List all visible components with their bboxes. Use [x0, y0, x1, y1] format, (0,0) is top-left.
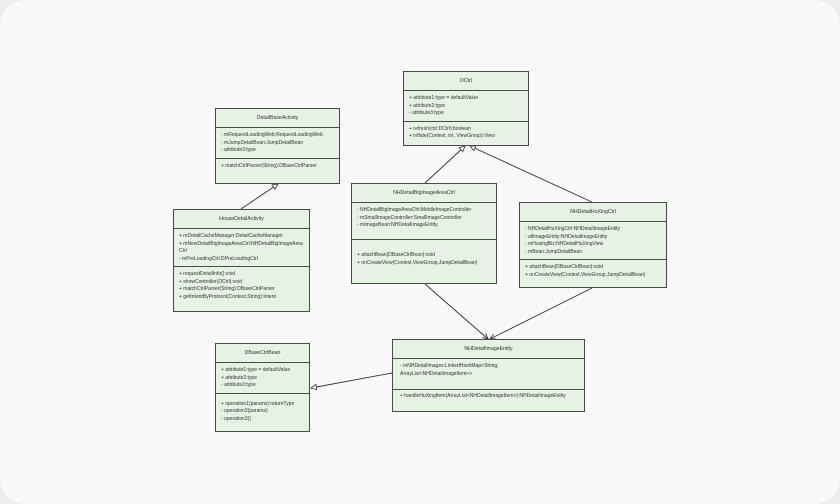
operation: + requestDetailInfo():void — [179, 271, 236, 277]
attribute: - NHDetailBigImageAreaCtrl:MiddleImageCo… — [357, 207, 472, 213]
class-name: NHDetailHuXingCtrl — [520, 203, 666, 222]
operation: - operation3() — [221, 415, 252, 422]
attributes-section: - NHDetailBigImageAreaCtrl:MiddleImageCo… — [352, 203, 496, 239]
attribute: - attribute3:type — [221, 382, 256, 388]
attribute: - mHuxingBiz:NHDetailHuXingView — [525, 241, 604, 247]
class-name: DBaseCtrlBean — [216, 344, 309, 363]
operations-section: + handleHuXingItem(ArrayList<NHDetailIma… — [393, 389, 584, 404]
attribute: - mPreLoadingCtrl:DPreLoadingCtrl — [179, 255, 258, 262]
operation: + handleHuXingItem(ArrayList<NHDetailIma… — [400, 393, 566, 399]
operation: + matchCtrlParser(String):DBaseCtrlParse… — [221, 162, 317, 169]
attributes-section: + attribute1:type = defaultValue + attri… — [404, 91, 528, 121]
attribute: + attribute2:type — [221, 374, 257, 381]
attribute: - NHDetailHuXingCtrl:NHDetailImageEntity — [525, 226, 621, 232]
operation: + refresh(ctrl:DCtrl):boolean — [409, 125, 471, 132]
attributes-section: - NHDetailHuXingCtrl:NHDetailImageEntity… — [520, 222, 666, 259]
attribute: + mNewDetailBigImageAreaCtrl:NHDetailBig… — [179, 240, 303, 255]
generalization-arrow — [458, 145, 466, 153]
attributes-section: + attribute1:type = defaultValue + attri… — [216, 363, 309, 393]
attribute: + mDetailCacheManager:DetailCacheManager — [179, 233, 283, 239]
generalization-arrow — [271, 183, 279, 190]
attribute: + attribute2:type — [409, 102, 445, 109]
operations-section: + requestDetailInfo():void + showControl… — [174, 266, 309, 304]
generalization-arrow — [310, 383, 318, 391]
attribute: - mImageBean:NHDetailImageEntity — [357, 222, 438, 228]
attribute: - mRequestLoadingWeb:RequestLoadingWeb — [221, 132, 323, 138]
operation: + attachBean(DBaseCtrlBean):void — [357, 252, 435, 258]
operation: + onCreateView(Context,ViewGroup,JumpDet… — [357, 259, 478, 266]
operation: - operation2(params) — [221, 408, 268, 414]
class-name: NHDetailImageEntity — [393, 340, 584, 359]
class-name: DCtrl — [404, 72, 528, 91]
class-house-detail-activity[interactable]: HouseDetailActivity + mDetailCacheManage… — [173, 209, 310, 312]
attribute: - mBean:JumpDetailBean — [525, 248, 582, 255]
operation: + attachBean(DBaseCtrlBean):void — [525, 264, 603, 270]
attribute: - mNHDetailImages:LinkedHashMap<String, … — [400, 363, 499, 377]
relationship-line — [424, 145, 466, 184]
class-detail-base-activity[interactable]: DetailBaseActivity - mRequestLoadingWeb:… — [215, 108, 340, 184]
operations-section: + matchCtrlParser(String):DBaseCtrlParse… — [216, 157, 339, 174]
attribute: - allImageEntity:NHDetailImageEntity — [525, 233, 608, 240]
operations-section: + operation1(params):returnType - operat… — [216, 392, 309, 427]
class-name: DetailBaseActivity — [216, 109, 339, 128]
attribute: - attribute3:type — [409, 110, 444, 116]
relationship-line — [424, 283, 489, 340]
class-nh-image-entity[interactable]: NHDetailImageEntity - mNHDetailImages:Li… — [392, 339, 585, 412]
class-nh-huxing-ctrl[interactable]: NHDetailHuXingCtrl - NHDetailHuXingCtrl:… — [519, 202, 667, 288]
attribute: + attribute1:type = defaultValue — [221, 367, 291, 373]
class-dctrl[interactable]: DCtrl + attribute1:type = defaultValue +… — [403, 71, 529, 146]
class-dbase-ctrl-bean[interactable]: DBaseCtrlBean + attribute1:type = defaul… — [215, 343, 310, 432]
operation: + matchCtrlParser(String):DBaseCtrlParse… — [179, 286, 275, 292]
operations-section: + attachBean(DBaseCtrlBean):void + onCre… — [352, 239, 496, 270]
operation: + getIntentByProtocol(Context,String):In… — [179, 293, 276, 300]
relationship-line — [469, 145, 593, 203]
class-name: HouseDetailActivity — [174, 210, 309, 229]
operation: + operation1(params):returnType — [221, 400, 295, 407]
operation: + onCreateView(Context,ViewGroup,JumpDet… — [525, 271, 646, 278]
generalization-arrow — [469, 145, 477, 152]
operations-section: + attachBean(DBaseCtrlBean):void + onCre… — [520, 259, 666, 282]
attributes-section: - mNHDetailImages:LinkedHashMap<String, … — [393, 359, 584, 389]
relationship-line — [310, 372, 393, 389]
class-nh-big-image-area-ctrl[interactable]: NHDetailBigImageAreaCtrl - NHDetailBigIm… — [351, 183, 497, 284]
attributes-section: - mRequestLoadingWeb:RequestLoadingWeb -… — [216, 128, 339, 158]
relationship-line — [489, 287, 593, 340]
operation: + showController(DCtrl):void — [179, 278, 242, 285]
attribute: - mSmallImageController:SmallImageContro… — [357, 214, 462, 221]
attributes-section: + mDetailCacheManager:DetailCacheManager… — [174, 229, 309, 266]
attribute: + attribute1:type = defaultValue — [409, 95, 479, 101]
operation: + inflate(Context, int, ViewGroup):View — [409, 133, 495, 139]
operations-section: + refresh(ctrl:DCtrl):boolean + inflate(… — [404, 120, 528, 144]
attribute: - mJumpDetailBean:JumpDetailBean — [221, 139, 303, 146]
class-name: NHDetailBigImageAreaCtrl — [352, 184, 496, 203]
relationship-line — [240, 183, 279, 210]
attribute: - attribute3:type — [221, 147, 256, 153]
